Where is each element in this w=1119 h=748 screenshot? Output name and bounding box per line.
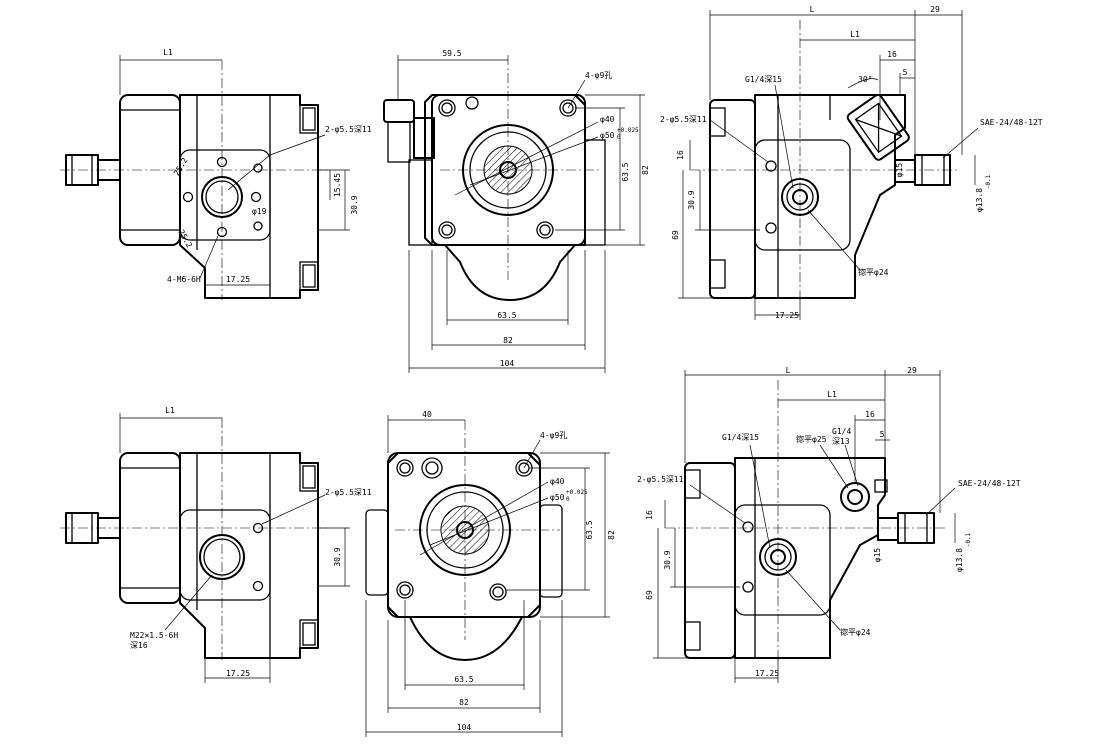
v6-dim-69: 69 <box>645 590 654 600</box>
v5-dim-104: 104 <box>457 723 472 732</box>
v5-phi-50: φ50 <box>550 493 565 502</box>
v2-dim-104: 104 <box>500 359 515 368</box>
v6-dim-l: L <box>786 366 791 375</box>
v1-dim-l1: L1 <box>163 48 173 57</box>
v5-dim-40: 40 <box>422 410 432 419</box>
v5-dim-63-5-h: 63.5 <box>454 675 473 684</box>
v6-dim-l1: L1 <box>827 390 837 399</box>
v5-dim-63-5-v: 63.5 <box>585 520 594 539</box>
v5-dim-82-h: 82 <box>459 698 469 707</box>
v6-phi-15: φ15 <box>873 548 882 563</box>
v2-dim-63-5-v: 63.5 <box>621 162 630 181</box>
v5-tol-50-up: +0.025 <box>566 489 588 496</box>
view-top-left-side: L1 17.25 30.9 15.45 25.2 25.2 φ19 2-φ5.5… <box>60 48 372 300</box>
v2-dim-82-v: 82 <box>641 165 650 175</box>
v3-dim-16-v: 16 <box>676 150 685 160</box>
v1-phi-19: φ19 <box>252 207 267 216</box>
v3-spotface-24: 锪平φ24 <box>858 267 889 277</box>
v3-dim-l: L <box>810 5 815 14</box>
v1-dim-30-9: 30.9 <box>350 195 359 214</box>
v6-spotface-24: 锪平φ24 <box>840 627 871 637</box>
view-bottom-left-side: L1 17.25 30.9 2-φ5.5深11 M22×1.5-6H 深16 <box>60 406 372 683</box>
v6-dim-16-v: 16 <box>645 510 654 520</box>
v3-phi-13-8: φ13.8 <box>975 188 984 212</box>
v1-thread-m6: 4-M6-6H <box>167 275 201 284</box>
v1-dim-15-45: 15.45 <box>333 173 342 197</box>
v4-dim-l1: L1 <box>165 406 175 415</box>
v6-spotface-25: 锪平φ25 <box>796 434 827 444</box>
v3-dim-5: 5 <box>903 68 908 77</box>
v6-dim-16: 16 <box>865 410 875 419</box>
v3-port-g14-15: G1/4深15 <box>745 75 782 84</box>
v3-dim-69: 69 <box>671 230 680 240</box>
v1-dim-17-25: 17.25 <box>226 275 250 284</box>
v6-dim-17-25: 17.25 <box>755 669 779 678</box>
v4-thread-m22: M22×1.5-6H <box>130 631 178 640</box>
v2-dim-82-h: 82 <box>503 336 513 345</box>
v2-dim-63-5-h: 63.5 <box>497 311 516 320</box>
v6-spline: SAE-24/48-12T <box>958 479 1021 488</box>
v3-dim-30-9: 30.9 <box>687 190 696 209</box>
v6-port-g14-depth: 深13 <box>832 437 850 446</box>
v6-phi-13-8: φ13.8 <box>955 548 964 572</box>
v5-tol-50-lo: 0 <box>566 496 570 503</box>
v6-dim-5: 5 <box>880 430 885 439</box>
v2-dim-59-5: 59.5 <box>442 49 461 58</box>
v4-thread-m22-depth: 深16 <box>130 641 148 650</box>
v6-dim-30-9: 30.9 <box>663 550 672 569</box>
view-bottom-right-side: L 29 L1 16 5 17.25 69 30.9 16 φ15 φ13.8 … <box>637 366 1021 683</box>
v1-dim-25-2-a: 25.2 <box>172 156 190 177</box>
v5-holes-4x9: 4-φ9孔 <box>540 431 567 440</box>
v3-tol-13-8: -0.1 <box>985 174 992 189</box>
v6-port-g14: G1/4 <box>832 427 851 436</box>
v3-dim-29: 29 <box>930 5 940 14</box>
v3-dim-30deg: 30° <box>858 75 872 84</box>
v3-dim-16: 16 <box>887 50 897 59</box>
v6-tol-13-8: -0.1 <box>965 532 972 547</box>
v5-phi-40: φ40 <box>550 477 565 486</box>
v3-dim-17-25: 17.25 <box>775 311 799 320</box>
v3-dim-l1: L1 <box>850 30 860 39</box>
v2-phi-40: φ40 <box>600 115 615 124</box>
v4-dim-17-25: 17.25 <box>226 669 250 678</box>
v2-phi-50: φ50 <box>600 131 615 140</box>
v2-tol-50-lo: 0 <box>617 134 621 141</box>
v4-holes-2x5-5: 2-φ5.5深11 <box>325 488 372 497</box>
v3-phi-15: φ15 <box>895 163 904 178</box>
v6-holes-2x5-5: 2-φ5.5深11 <box>637 475 684 484</box>
v4-dim-30-9: 30.9 <box>333 547 342 566</box>
v2-tol-50-up: +0.025 <box>617 127 639 134</box>
v1-holes-2x5-5: 2-φ5.5深11 <box>325 125 372 134</box>
view-top-middle-front: 59.5 63.5 82 104 63.5 82 4-φ9孔 φ40 φ50 +… <box>383 49 650 373</box>
v3-spline: SAE-24/48-12T <box>980 118 1043 127</box>
v3-holes-2x5-5: 2-φ5.5深11 <box>660 115 707 124</box>
view-bottom-middle-front: 40 63.5 82 104 63.5 82 4-φ9孔 φ40 φ50 +0.… <box>365 410 616 737</box>
view-top-right-side: L 29 L1 16 5 30° 17.25 69 30.9 16 φ15 φ1… <box>660 5 1043 320</box>
v6-port-g14-15: G1/4深15 <box>722 433 759 442</box>
v6-dim-29: 29 <box>907 366 917 375</box>
v2-holes-4x9: 4-φ9孔 <box>585 71 612 80</box>
v5-dim-82-v: 82 <box>607 530 616 540</box>
